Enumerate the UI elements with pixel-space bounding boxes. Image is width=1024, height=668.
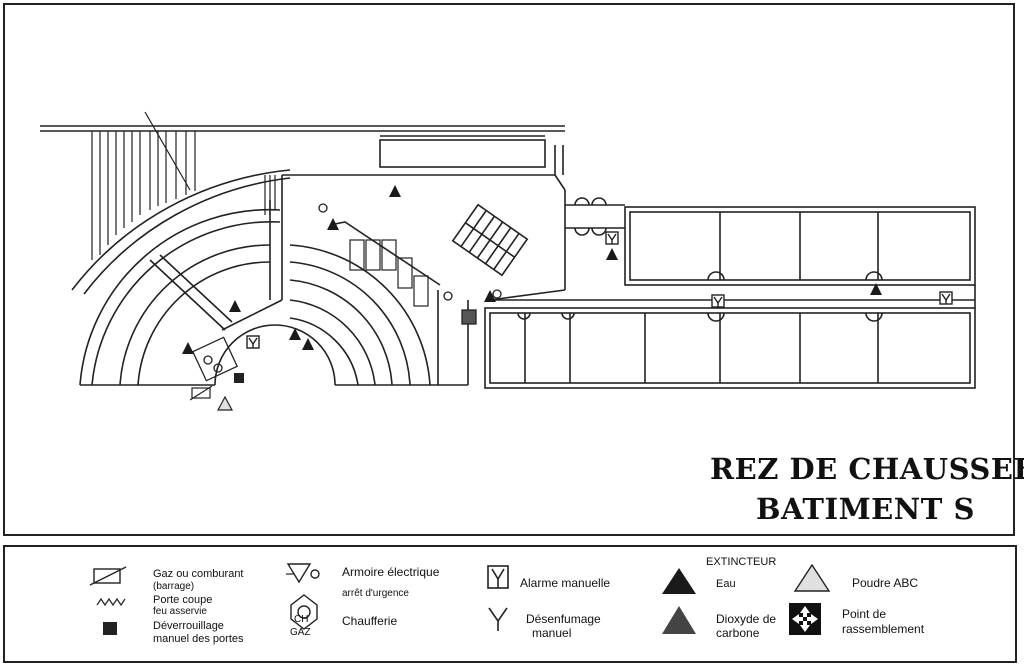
co2-extinguisher-legend-icon <box>662 606 696 634</box>
extinguisher-icon <box>389 185 401 197</box>
extinguisher-icon <box>327 218 339 230</box>
plan-title-line-2: BATIMENT S <box>756 492 975 526</box>
extinguisher-icon <box>484 290 496 302</box>
legend-deverrouillage-label: Déverrouillage <box>153 620 224 632</box>
gas-barrier-symbol <box>189 385 213 401</box>
assembly-point-legend-icon <box>789 603 821 635</box>
restroom-stalls <box>349 239 429 307</box>
boiler-legend-icon <box>290 594 318 630</box>
extinguisher-symbols <box>182 185 882 354</box>
powder-extinguisher-symbol <box>216 395 234 411</box>
manual-alarm-icon <box>246 335 260 349</box>
connector-corridor <box>565 197 625 236</box>
door-release-legend-icon <box>103 622 117 635</box>
legend-eau-label: Eau <box>716 578 736 590</box>
gas-barrier-icon <box>89 566 127 586</box>
manual-alarm-symbols <box>246 231 953 349</box>
electrical-cabinet-icon <box>492 289 502 299</box>
manual-alarm-legend-icon <box>487 565 509 589</box>
door-release-symbol <box>234 373 244 383</box>
legend-porte-coupe-sub: feu asservie <box>153 606 207 617</box>
legend-point-label: Point de <box>842 607 887 621</box>
legend-armoire-label: Armoire électrique <box>342 565 440 579</box>
smoke-extraction-legend-icon <box>488 607 508 631</box>
electrical-cabinet-icon <box>318 203 328 213</box>
legend <box>3 545 1017 663</box>
electrical-cabinet-symbols <box>318 203 502 301</box>
upper-wing <box>624 206 976 286</box>
door-release-icon <box>234 373 244 383</box>
amphitheatre-walls <box>71 169 468 386</box>
electrical-cabinet-icon <box>443 291 453 301</box>
plan-title-line-1: REZ DE CHAUSSEE <box>710 452 1024 486</box>
water-extinguisher-legend-icon <box>662 568 696 594</box>
powder-extinguisher-legend-icon <box>793 563 831 592</box>
lobby-walls <box>282 174 566 385</box>
legend-extincteur-heading: EXTINCTEUR <box>706 556 777 568</box>
legend-poudre-label: Poudre ABC <box>852 576 919 590</box>
legend-dioxyde-sub: carbone <box>716 626 760 640</box>
electrical-cabinet-legend-icon <box>286 563 320 584</box>
boiler-icon-text-gaz: GAZ <box>290 627 311 638</box>
legend-desenfumage-sub: manuel <box>532 626 572 640</box>
legend-chaufferie-label: Chaufferie <box>342 614 398 628</box>
extinguisher-icon <box>229 300 241 312</box>
extinguisher-icon <box>182 342 194 354</box>
legend-gaz-sub: (barrage) <box>153 581 195 592</box>
legend-point-sub: rassemblement <box>842 622 925 636</box>
canopy <box>40 125 565 175</box>
extinguisher-icon <box>870 283 882 295</box>
boiler-icon-text-ch: CH <box>294 614 309 625</box>
powder-extinguisher-icon <box>216 395 234 411</box>
legend-desenfumage-label: Désenfumage <box>526 612 601 626</box>
boiler-room-area <box>191 309 477 382</box>
manual-alarm-icon <box>711 294 725 308</box>
lower-wing <box>484 285 976 389</box>
legend-dioxyde-label: Dioxyde de <box>716 612 777 626</box>
legend-gaz-label: Gaz ou comburant <box>153 568 244 580</box>
floor-plan-frame <box>3 3 1015 536</box>
legend-arret-label: arrêt d'urgence <box>342 588 409 599</box>
legend-porte-coupe-label: Porte coupe <box>153 594 213 606</box>
extinguisher-icon <box>289 328 301 340</box>
floor-plan <box>40 111 976 411</box>
extinguisher-icon <box>302 338 314 350</box>
legend-deverrouillage-sub: manuel des portes <box>153 633 244 645</box>
legend-alarme-label: Alarme manuelle <box>520 576 611 590</box>
interior-stair <box>451 203 529 277</box>
extinguisher-icon <box>606 248 618 260</box>
fire-door-icon <box>96 597 126 607</box>
manual-alarm-icon <box>605 231 619 245</box>
manual-alarm-icon <box>939 291 953 305</box>
